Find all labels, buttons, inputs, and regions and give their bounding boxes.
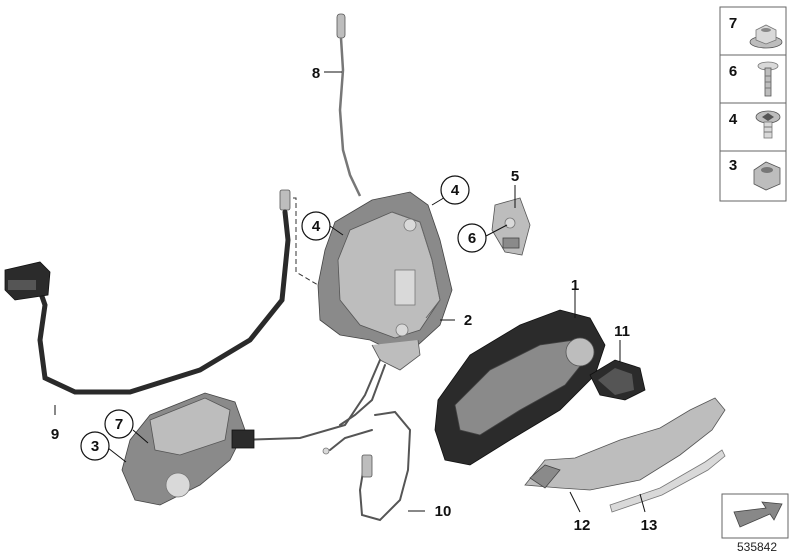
fastener-legend: 7 6 4 3 [719,6,787,202]
rod-part-8 [336,13,362,197]
legend-label-7: 7 [729,15,737,32]
cable-harness-part-9 [4,189,291,395]
callout-4a: 4 [451,182,460,199]
callout-7: 7 [115,416,123,433]
door-handle-part-12 [524,397,726,491]
hex-nut-icon [753,161,781,191]
callout-ring-3 [80,431,110,461]
orientation-arrow-box [721,493,789,539]
callout-2: 2 [464,312,472,329]
callout-ring-6 [457,223,487,253]
door-lock-part-2 [317,191,453,371]
legend-label-4: 4 [729,111,738,128]
trim-strip-part-13 [609,449,726,513]
callout-4b: 4 [312,218,321,235]
torx-bolt-icon [755,110,781,139]
bowden-cable-part-10 [209,359,412,522]
legend-label-3: 3 [729,157,737,174]
callout-13: 13 [641,517,658,534]
callout-8: 8 [312,65,320,82]
actuator-motor [121,392,255,506]
cover-cap-part-11 [589,359,646,401]
diagram-id: 535842 [737,540,777,554]
callout-labels: 1 2 3 4 4 5 6 7 8 9 10 11 12 13 [51,65,658,534]
direction-arrow-icon [733,501,783,528]
callout-ring-4a [440,175,470,205]
callout-rings [80,175,487,461]
callout-5: 5 [511,168,519,185]
handle-carrier-part-1 [434,309,606,466]
connector-dash-lines [285,197,319,286]
callout-3: 3 [91,438,99,455]
callout-12: 12 [574,517,591,534]
callout-ring-7 [104,409,134,439]
nut-with-washer-icon [749,24,783,49]
bracket-part-5 [491,197,531,256]
callout-ring-4b [301,211,331,241]
callout-11: 11 [614,323,630,340]
callout-10: 10 [435,503,452,520]
callout-6: 6 [468,230,476,247]
callout-1: 1 [571,277,579,294]
screw-icon [757,61,779,97]
legend-label-6: 6 [729,63,737,80]
callout-9: 9 [51,426,59,443]
